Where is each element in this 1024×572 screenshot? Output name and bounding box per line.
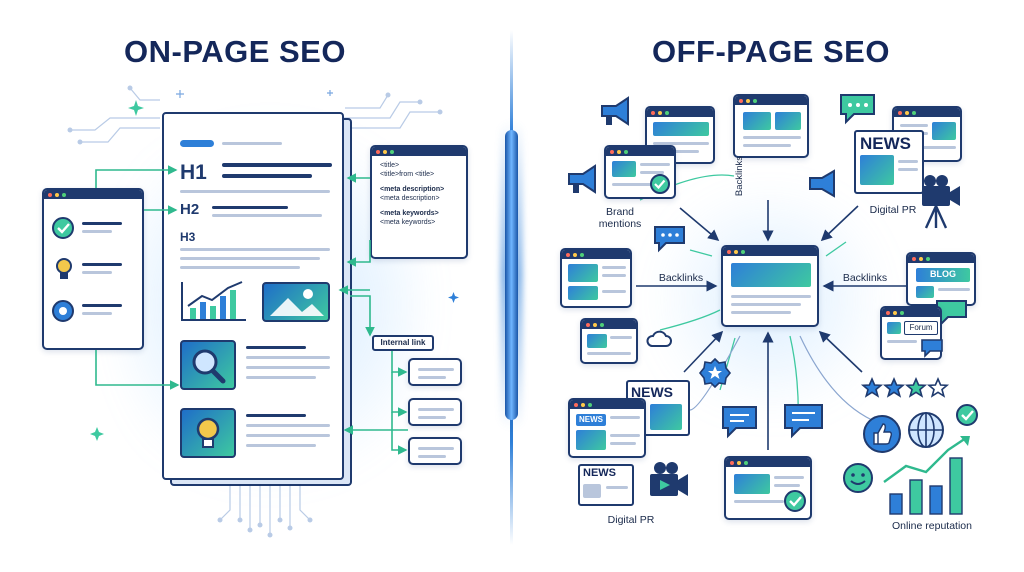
digital-pr-top-label: Digital PR xyxy=(869,204,917,216)
link-box-2 xyxy=(408,398,462,426)
bar-chart-icon xyxy=(181,281,246,321)
brand-mentions-label: Brand mentions xyxy=(598,206,642,230)
doc-line xyxy=(246,424,330,427)
internal-link-label: Internal link xyxy=(372,335,434,351)
backlinks-right-label: Backlinks xyxy=(842,272,888,284)
meta-keywords-small-text: <meta keywords> xyxy=(380,219,436,226)
link-box-3 xyxy=(408,437,462,465)
megaphone-icon xyxy=(809,169,835,198)
doc-line xyxy=(212,214,322,217)
panel-line xyxy=(82,222,122,225)
doc-line xyxy=(180,257,320,260)
doc-line xyxy=(246,444,316,447)
site-window-2 xyxy=(733,94,809,158)
meta-keywords-text: <meta keywords> xyxy=(380,210,439,217)
news-line xyxy=(898,160,918,163)
doc-line xyxy=(180,248,330,251)
title-tag-text: <title> xyxy=(380,162,400,169)
check-circle-icon xyxy=(956,404,978,426)
doc-line xyxy=(246,414,306,417)
panel-line xyxy=(82,312,112,315)
center-divider-core xyxy=(505,130,518,420)
thumbs-up-icon xyxy=(863,415,901,453)
news-image xyxy=(860,155,894,185)
online-reputation-label: Online reputation xyxy=(892,520,972,532)
link-box-1 xyxy=(408,358,462,386)
check-circle-icon xyxy=(650,174,670,194)
lightbulb-icon xyxy=(196,417,220,448)
doc-line xyxy=(246,434,330,437)
off-page-title: OFF-PAGE SEO xyxy=(652,34,890,69)
backlinks-left-label: Backlinks xyxy=(658,272,704,284)
doc-line xyxy=(180,190,330,193)
video-camera-icon xyxy=(922,175,960,229)
forum-label: Forum xyxy=(904,321,938,335)
h1-line xyxy=(222,174,312,178)
news-label-1: NEWS xyxy=(860,134,911,153)
search-target-icon xyxy=(52,300,74,322)
growth-chart-icon xyxy=(883,436,970,515)
globe-icon xyxy=(908,412,944,448)
rating-stars-icon xyxy=(860,376,950,398)
news-label-4: NEWS xyxy=(583,467,616,479)
site-window-small xyxy=(580,318,638,364)
blog-window: BLOG xyxy=(906,252,976,306)
doc-line xyxy=(246,366,330,369)
news-site-window: NEWS xyxy=(568,398,646,458)
central-hub-page xyxy=(721,245,819,327)
h3-heading: H3 xyxy=(180,230,196,244)
lightbulb-icon xyxy=(56,258,72,279)
smiley-icon xyxy=(843,463,873,493)
h1-line xyxy=(222,163,332,167)
site-window-1 xyxy=(645,106,715,164)
h1-heading: H1 xyxy=(180,161,207,184)
chat-bubble-icon xyxy=(722,406,757,439)
news-line xyxy=(606,486,628,489)
chat-bubble-icon xyxy=(784,404,823,439)
cloud-icon xyxy=(646,330,672,347)
star-badge-icon xyxy=(698,357,732,389)
chat-bubble-icon xyxy=(654,226,685,253)
megaphone-icon xyxy=(601,96,629,126)
chat-bubble-icon xyxy=(921,339,943,358)
meta-description-text: <meta description> xyxy=(380,186,445,193)
panel-line xyxy=(82,304,122,307)
backlink-site-left xyxy=(560,248,632,308)
news-label-2: NEWS xyxy=(631,384,673,400)
panel-line xyxy=(82,230,112,233)
digital-pr-bottom-label: Digital PR xyxy=(607,514,655,526)
doc-line xyxy=(246,346,306,349)
news-image xyxy=(583,484,601,498)
on-page-title: ON-PAGE SEO xyxy=(124,34,346,69)
news-label-3: NEWS xyxy=(579,415,603,424)
doc-header-pill xyxy=(180,140,214,147)
news-image xyxy=(650,404,682,430)
chat-bubble-icon xyxy=(840,94,875,125)
doc-line xyxy=(246,356,330,359)
panel-line xyxy=(82,263,122,266)
magnifier-icon xyxy=(192,349,226,384)
mountain-image-icon xyxy=(270,289,324,316)
doc-line xyxy=(222,142,282,145)
meta-code-panel: <title> <title>from <title> <meta descri… xyxy=(370,145,468,259)
check-circle-icon xyxy=(784,490,806,512)
title-from-text: <title>from <title> xyxy=(380,171,435,178)
video-camera-icon xyxy=(650,462,688,496)
meta-description-small-text: <meta description> xyxy=(380,195,440,202)
check-circle-icon xyxy=(52,217,74,239)
h2-heading: H2 xyxy=(180,201,200,218)
panel-line xyxy=(82,271,112,274)
news-line xyxy=(898,168,918,171)
megaphone-icon xyxy=(568,164,596,194)
backlinks-top-label: Backlinks xyxy=(734,155,745,197)
h2-line xyxy=(212,206,288,209)
doc-line xyxy=(180,266,300,269)
doc-line xyxy=(246,376,316,379)
blog-label: BLOG xyxy=(930,269,956,279)
site-window-bottom xyxy=(724,456,812,520)
